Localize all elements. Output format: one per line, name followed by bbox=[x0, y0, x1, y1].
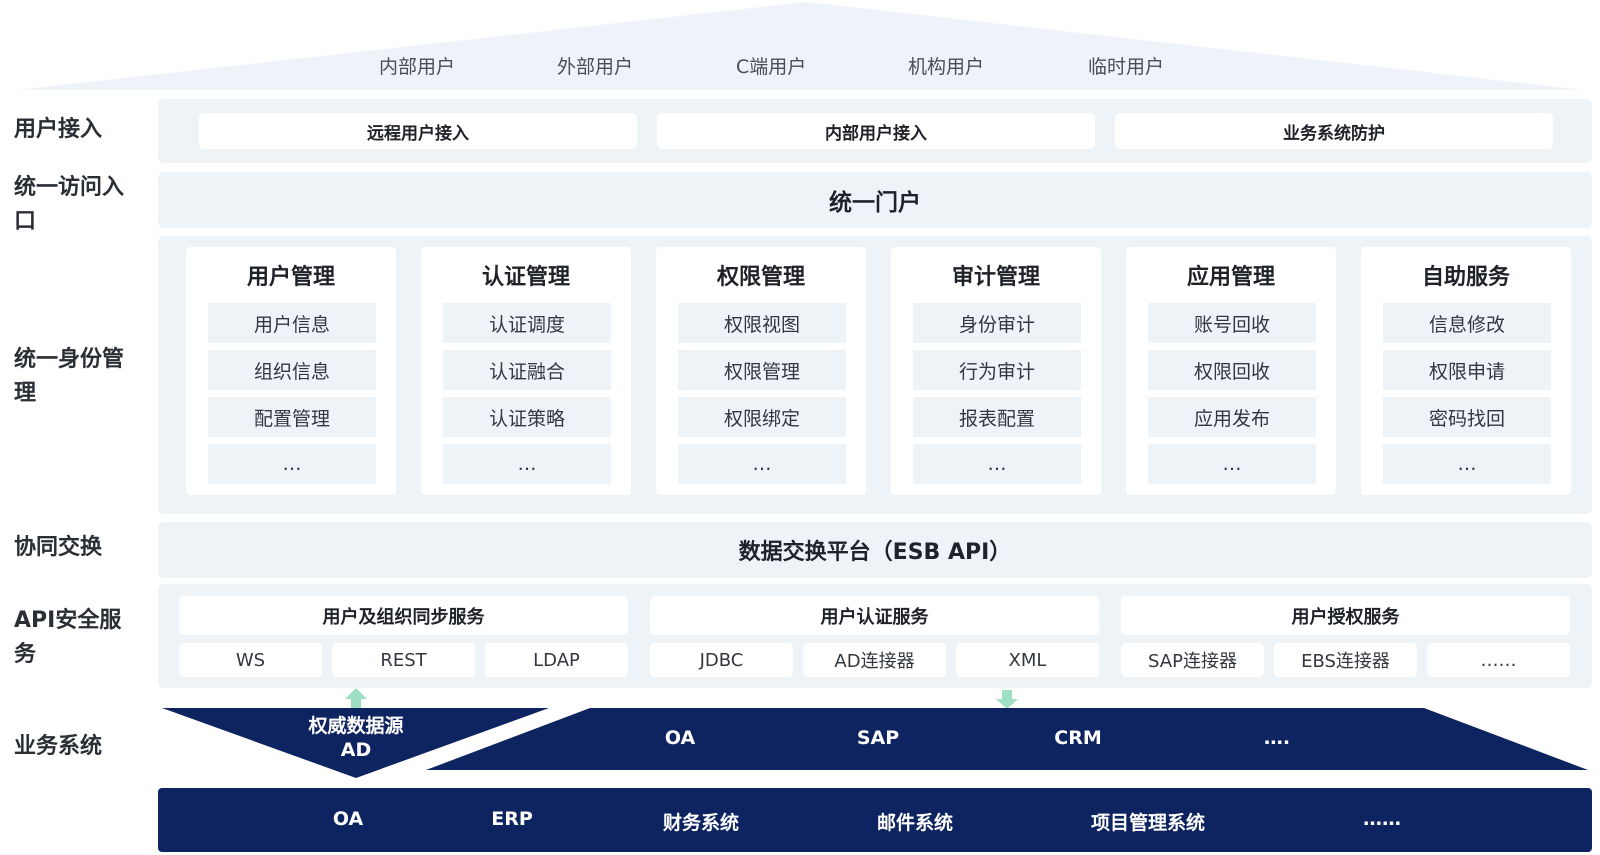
layer-label-api-security: API安全服务 bbox=[14, 608, 122, 667]
layer-label-exchange: 协同交换 bbox=[14, 535, 103, 560]
module-title: 权限管理 bbox=[716, 265, 805, 290]
module-item: 权限管理 bbox=[678, 350, 846, 390]
module-item: … bbox=[1148, 444, 1316, 484]
data-exchange-platform: 数据交换平台（ESB API） bbox=[158, 522, 1592, 578]
module-item: 应用发布 bbox=[1148, 397, 1316, 437]
business-top-band bbox=[426, 708, 1588, 770]
business-bottom-more: …… bbox=[1363, 808, 1401, 830]
module-item: … bbox=[1383, 444, 1551, 484]
module-item: 权限回收 bbox=[1148, 350, 1316, 390]
module-item: 组织信息 bbox=[208, 350, 376, 390]
protocol-more: …… bbox=[1427, 643, 1570, 677]
module-auth-management: 认证管理 认证调度 认证融合 认证策略 … bbox=[421, 247, 631, 495]
business-top-crm: CRM bbox=[1054, 727, 1102, 749]
authority-source-label: 权威数据源 AD bbox=[270, 714, 442, 762]
module-item: 账号回收 bbox=[1148, 303, 1316, 343]
module-item: 配置管理 bbox=[208, 397, 376, 437]
business-top-oa: OA bbox=[664, 727, 696, 749]
authority-source-line1: 权威数据源 bbox=[308, 715, 404, 737]
module-item: 认证策略 bbox=[443, 397, 611, 437]
module-title: 认证管理 bbox=[481, 265, 570, 290]
down-arrow-icon bbox=[996, 690, 1018, 709]
protocol-ad-connector: AD连接器 bbox=[803, 643, 946, 677]
access-internal-user: 内部用户接入 bbox=[657, 113, 1095, 149]
module-item: … bbox=[913, 444, 1081, 484]
roof-shape bbox=[16, 2, 1584, 90]
roof-user-internal: 内部用户 bbox=[379, 56, 456, 78]
module-item: 身份审计 bbox=[913, 303, 1081, 343]
layer-label-identity: 统一身份管理 bbox=[14, 347, 125, 406]
module-item: 认证调度 bbox=[443, 303, 611, 343]
module-item: 权限视图 bbox=[678, 303, 846, 343]
module-self-service: 自助服务 信息修改 权限申请 密码找回 … bbox=[1361, 247, 1571, 495]
access-business-protection: 业务系统防护 bbox=[1115, 113, 1553, 149]
unified-portal: 统一门户 bbox=[158, 172, 1592, 228]
module-item: 认证融合 bbox=[443, 350, 611, 390]
module-item: 密码找回 bbox=[1383, 397, 1551, 437]
identity-panel bbox=[158, 236, 1592, 514]
protocol-ldap: LDAP bbox=[485, 643, 628, 677]
module-item: 权限绑定 bbox=[678, 397, 846, 437]
module-app-management: 应用管理 账号回收 权限回收 应用发布 … bbox=[1126, 247, 1336, 495]
business-top-more: …. bbox=[1263, 727, 1291, 749]
layer-label-access: 用户接入 bbox=[14, 117, 103, 142]
access-remote-user: 远程用户接入 bbox=[199, 113, 637, 149]
module-item: 权限申请 bbox=[1383, 350, 1551, 390]
business-bottom-project: 项目管理系统 bbox=[1090, 812, 1205, 834]
protocol-xml: XML bbox=[956, 643, 1099, 677]
roof-user-c-end: C端用户 bbox=[736, 56, 807, 78]
layer-label-entry: 统一访问入口 bbox=[14, 175, 125, 234]
service-user-org-sync: 用户及组织同步服务 bbox=[179, 596, 628, 635]
module-item: 信息修改 bbox=[1383, 303, 1551, 343]
authority-source-triangle bbox=[162, 708, 549, 778]
module-title: 审计管理 bbox=[951, 265, 1040, 290]
up-arrow-icon bbox=[345, 688, 367, 709]
module-item: 报表配置 bbox=[913, 397, 1081, 437]
module-item: … bbox=[208, 444, 376, 484]
business-bottom-finance: 财务系统 bbox=[662, 812, 739, 834]
business-top-sap: SAP bbox=[856, 727, 900, 749]
protocol-sap-connector: SAP连接器 bbox=[1121, 643, 1264, 677]
protocol-ebs-connector: EBS连接器 bbox=[1274, 643, 1417, 677]
module-item: … bbox=[443, 444, 611, 484]
roof-user-temporary: 临时用户 bbox=[1088, 56, 1165, 78]
roof-user-external: 外部用户 bbox=[557, 56, 634, 78]
business-bottom-band bbox=[158, 788, 1592, 852]
roof-user-institution: 机构用户 bbox=[908, 56, 985, 78]
business-bottom-erp: ERP bbox=[491, 808, 533, 830]
service-user-authorization: 用户授权服务 bbox=[1121, 596, 1570, 635]
module-item: 用户信息 bbox=[208, 303, 376, 343]
protocol-jdbc: JDBC bbox=[650, 643, 793, 677]
protocol-rest: REST bbox=[332, 643, 475, 677]
module-user-management: 用户管理 用户信息 组织信息 配置管理 … bbox=[186, 247, 396, 495]
module-audit-management: 审计管理 身份审计 行为审计 报表配置 … bbox=[891, 247, 1101, 495]
module-title: 用户管理 bbox=[246, 265, 335, 290]
layer-label-business: 业务系统 bbox=[14, 734, 103, 759]
business-bottom-mail: 邮件系统 bbox=[876, 812, 953, 834]
protocol-ws: WS bbox=[179, 643, 322, 677]
business-bottom-oa: OA bbox=[332, 808, 364, 830]
business-navy-shapes bbox=[162, 708, 1588, 778]
module-permission-management: 权限管理 权限视图 权限管理 权限绑定 … bbox=[656, 247, 866, 495]
module-title: 自助服务 bbox=[1421, 265, 1510, 290]
module-item: 行为审计 bbox=[913, 350, 1081, 390]
module-item: … bbox=[678, 444, 846, 484]
authority-source-line2: AD bbox=[340, 739, 372, 761]
service-user-auth: 用户认证服务 bbox=[650, 596, 1099, 635]
module-title: 应用管理 bbox=[1186, 265, 1275, 290]
